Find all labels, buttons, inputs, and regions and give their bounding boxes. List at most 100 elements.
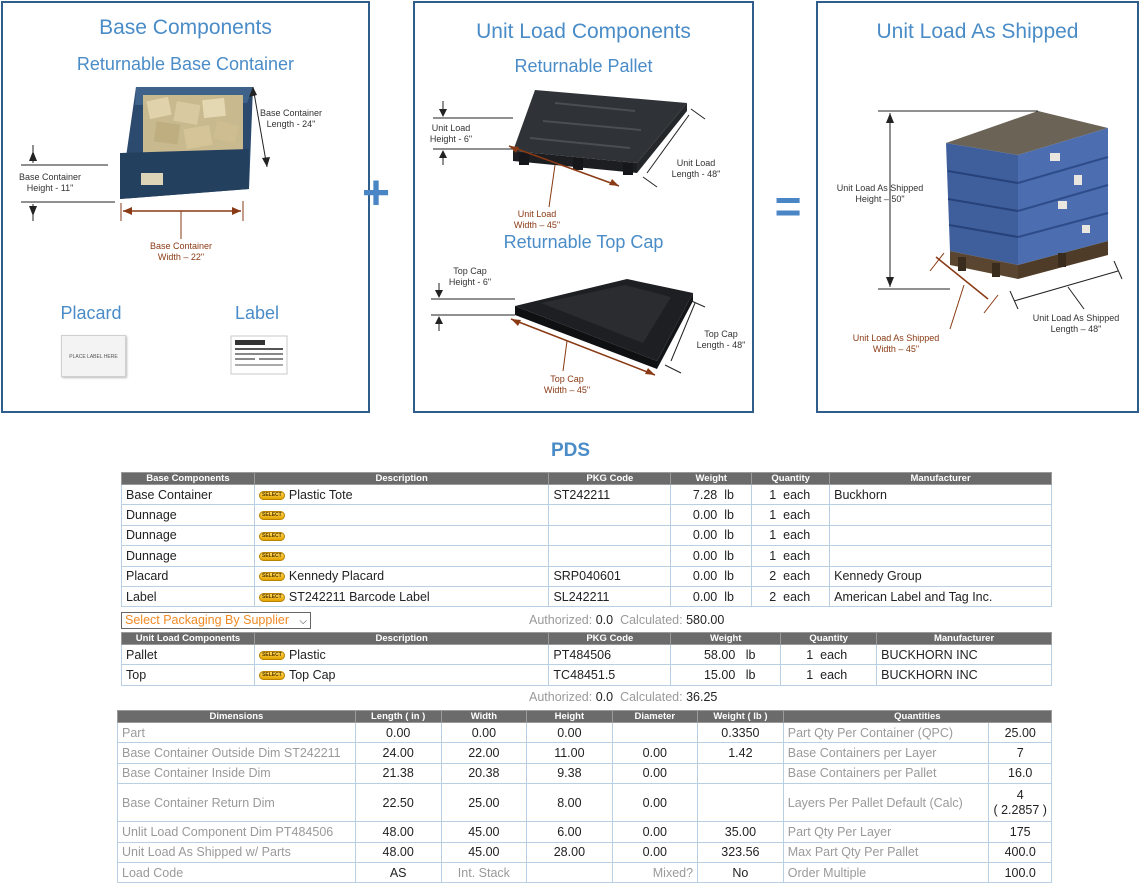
returnable-pallet-title: Returnable Pallet [514, 56, 653, 76]
width-value: 0.00 [440, 721, 528, 744]
weight-value: 0.00 [692, 569, 718, 584]
col-header: Unit Load Components [121, 632, 255, 645]
supplier-select-value: Select Packaging By Supplier [125, 613, 289, 627]
weight-unit: lb [724, 508, 734, 523]
unit-load-components-panel: Unit Load Components Returnable Pallet U… [413, 1, 754, 413]
quantity-label: Part Qty Per Container (QPC) [782, 721, 990, 744]
qty-unit: each [783, 548, 811, 563]
table-row: Dunnage SELECT 0.00 lb 1 each [121, 504, 1052, 526]
calculated-value: 36.25 [686, 690, 718, 704]
dimension-label: Base Container Outside Dim ST242211 [117, 742, 356, 764]
returnable-top-cap-title: Returnable Top Cap [503, 232, 664, 252]
weight-value: 0.00 [692, 548, 718, 563]
base-table-header: Base Components Description PKG Code Wei… [121, 472, 1052, 485]
weight-value: 0.3350 [697, 721, 784, 744]
dimension-label: Unit Load As Shipped w/ Parts [117, 841, 356, 863]
col-header: Weight [670, 472, 753, 485]
base-container-width-dim: Base Container Width – 22" [149, 241, 213, 262]
description-text: Plastic Tote [288, 487, 353, 502]
load-code-value: AS [354, 861, 442, 884]
description-text: Kennedy Placard [288, 569, 385, 584]
select-button[interactable]: SELECT [258, 592, 285, 602]
select-button[interactable]: SELECT [258, 650, 285, 660]
table-row: Dunnage SELECT 0.00 lb 1 each [121, 545, 1052, 567]
weight-cell: 15.00 lb [670, 664, 782, 686]
quantity-value: 16.0 [988, 762, 1052, 785]
col-header: Width [440, 710, 528, 723]
select-button[interactable]: SELECT [258, 490, 285, 500]
dimension-label: Unlit Load Component Dim PT484506 [117, 821, 356, 843]
weight-unit: lb [724, 487, 734, 502]
diameter-value: 0.00 [611, 762, 699, 785]
select-button[interactable]: SELECT [258, 531, 285, 541]
height-value: 8.00 [526, 783, 613, 823]
weight-cell: 7.28 lb [670, 483, 753, 506]
col-header: Base Components [121, 472, 255, 485]
quantity-label: Order Multiple [782, 861, 990, 884]
height-value: 6.00 [526, 821, 613, 843]
table-row: Load Code AS Int. Stack Mixed? No Order … [117, 861, 1052, 884]
manufacturer [829, 504, 1052, 526]
int-stack-label: Int. Stack [440, 861, 528, 884]
quantity-calc-value: ( 2.2857 ) [993, 802, 1047, 817]
quantity-cell: 2 each [751, 565, 831, 587]
col-header: Weight [670, 632, 782, 645]
col-header: Quantity [780, 632, 878, 645]
manufacturer [829, 545, 1052, 567]
col-header: Diameter [611, 710, 699, 723]
top-cap-illustration [431, 279, 706, 376]
qty-unit: each [820, 647, 848, 662]
select-button[interactable]: SELECT [258, 671, 285, 681]
length-value: 48.00 [354, 841, 442, 863]
quantity-cell: 2 each [751, 585, 831, 608]
description-cell: SELECT [253, 524, 550, 547]
dimension-label: Load Code [117, 861, 356, 884]
label-image [230, 335, 288, 375]
weight-value [697, 783, 784, 823]
select-button[interactable]: SELECT [258, 511, 285, 521]
weight-cell: 0.00 lb [670, 504, 753, 526]
component-name: Dunnage [121, 545, 255, 567]
quantity-value: 100.0 [988, 861, 1052, 884]
description-cell: SELECT [253, 504, 550, 526]
select-button[interactable]: SELECT [258, 572, 285, 582]
unit-load-shipped-panel: Unit Load As Shipped [816, 1, 1139, 413]
base-components-title: Base Components [99, 16, 272, 39]
select-button[interactable]: SELECT [258, 552, 285, 562]
table-row: Base Container Outside Dim ST242211 24.0… [117, 742, 1052, 764]
col-header: PKG Code [548, 472, 672, 485]
quantity-label: Base Containers per Layer [782, 742, 990, 764]
component-name: Label [121, 585, 255, 608]
height-value: 9.38 [526, 762, 613, 785]
diameter-value: 0.00 [611, 821, 699, 843]
quantity-cell: 1 each [751, 524, 831, 547]
length-value: 22.50 [354, 783, 442, 823]
quantity-value: 400.0 [988, 841, 1052, 863]
manufacturer: American Label and Tag Inc. [829, 585, 1052, 608]
supplier-select-dropdown[interactable]: Select Packaging By Supplier⌵ [121, 612, 311, 629]
weight-unit: lb [724, 569, 734, 584]
pallet-height-dim: Unit Load Height - 6" [429, 123, 473, 144]
quantity-label: Part Qty Per Layer [782, 821, 990, 843]
weight-cell: 0.00 lb [670, 585, 753, 608]
qty-value: 1 [806, 668, 814, 683]
width-value: 45.00 [440, 841, 528, 863]
manufacturer: Buckhorn [829, 483, 1052, 506]
col-header: Manufacturer [876, 632, 1052, 645]
col-header: PKG Code [548, 632, 672, 645]
table-row: Base Container Inside Dim 21.38 20.38 9.… [117, 762, 1052, 785]
description-text: Top Cap [288, 668, 336, 683]
authorized-label: Authorized: [529, 690, 593, 704]
diameter-value: 0.00 [611, 742, 699, 764]
manufacturer: BUCKHORN INC [876, 664, 1052, 686]
unit-load-shipped-title: Unit Load As Shipped [876, 20, 1079, 43]
manufacturer: BUCKHORN INC [876, 643, 1052, 666]
qty-value: 1 [806, 647, 814, 662]
qty-value: 2 [769, 589, 777, 604]
base-components-panel: Base Components Returnable Base Containe… [1, 1, 370, 413]
table-row: Unlit Load Component Dim PT484506 48.00 … [117, 821, 1052, 843]
